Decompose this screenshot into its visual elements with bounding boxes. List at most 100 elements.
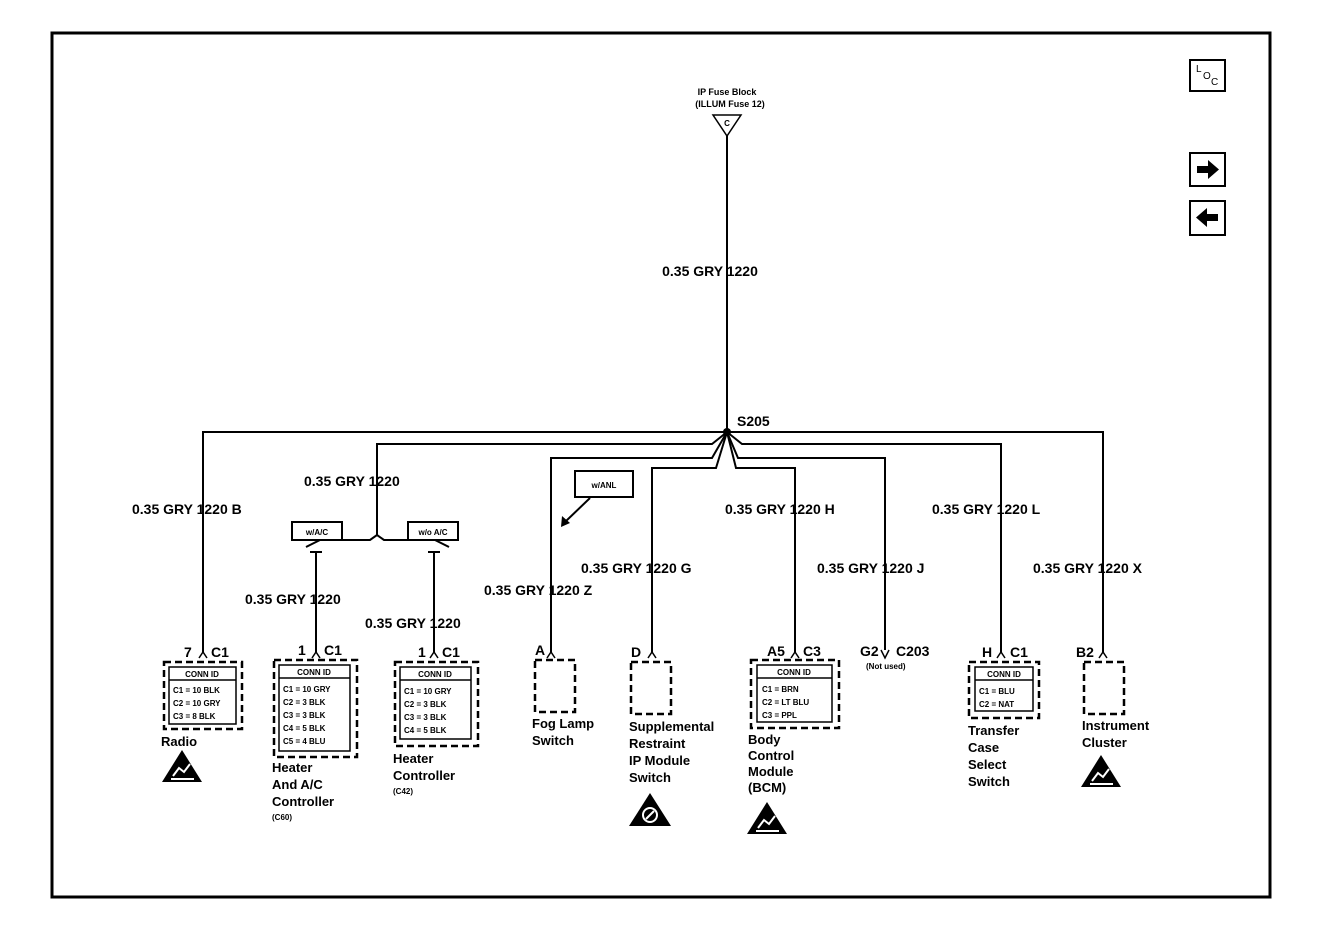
option-without-ac-box — [407, 521, 459, 541]
c203-note: (Not used) — [866, 662, 906, 671]
wire-label-c203: 0.35 GRY 1220 J — [817, 560, 924, 576]
heater-ctrl-conn-row-1: C1 = 10 GRY — [404, 687, 452, 696]
component-instrument-cluster: B2 Instrument Cluster — [1076, 644, 1150, 750]
radio-conn-id-title: CONN ID — [185, 670, 219, 679]
bcm-name-1: Body — [748, 732, 781, 747]
transfer-name-4: Switch — [968, 774, 1010, 789]
anl-arrow-head — [561, 516, 570, 527]
previous-page-button[interactable] — [1189, 200, 1226, 236]
component-c203-not-used: G2 C203 (Not used) — [860, 643, 930, 671]
component-transfer-case-switch: H C1 CONN ID C1 = BLU C2 = NAT Transfer … — [967, 644, 1041, 789]
wire-label-hvac-trunk: 0.35 GRY 1220 — [304, 473, 400, 489]
heater-ac-note: (C60) — [272, 813, 292, 822]
heater-ctrl-conn-row-2: C2 = 3 BLK — [404, 700, 447, 709]
wire-hvac-trunk — [376, 431, 728, 535]
option-with-ac-label: w/A/C — [305, 528, 328, 537]
wire-transfer — [726, 431, 1002, 652]
esd-warning-icon — [747, 802, 787, 834]
heater-ac-pin: 1 — [298, 642, 306, 658]
c203-pin: G2 — [860, 643, 879, 659]
fuse-connector-symbol — [711, 114, 743, 138]
heater-ctrl-pin: 1 — [418, 644, 426, 660]
radio-pin: 7 — [184, 644, 192, 660]
loc-letter-o: O — [1203, 71, 1211, 82]
arrow-right-icon — [1197, 160, 1219, 179]
wire-label-radio: 0.35 GRY 1220 B — [132, 501, 242, 517]
transfer-name-3: Select — [968, 757, 1007, 772]
wire-bcm — [726, 431, 796, 652]
cluster-name-2: Cluster — [1082, 735, 1127, 750]
loc-letter-c: C — [1211, 77, 1218, 88]
wire-sir — [651, 431, 728, 652]
option-with-anl-box — [574, 470, 634, 498]
radio-conn-row-1: C1 = 10 BLK — [173, 686, 220, 695]
diagram-frame — [50, 31, 1272, 899]
heater-ctrl-conn-row-3: C3 = 3 BLK — [404, 713, 447, 722]
arrow-left-icon — [1196, 208, 1218, 227]
loc-letter-l: L — [1196, 64, 1202, 75]
transfer-name-1: Transfer — [968, 723, 1019, 738]
component-heater-ac-controller: 1 C1 CONN ID C1 = 10 GRY C2 = 3 BLK C3 =… — [272, 642, 359, 822]
cluster-pin: B2 — [1076, 644, 1094, 660]
wire-label-cluster: 0.35 GRY 1220 X — [1033, 560, 1143, 576]
heater-ac-name-1: Heater — [272, 760, 312, 775]
loc-button[interactable]: L O C — [1189, 59, 1226, 92]
radio-conn-row-3: C3 = 8 BLK — [173, 712, 216, 721]
c203-terminal — [880, 649, 890, 660]
branch-wires — [202, 431, 1104, 652]
fog-name-2: Switch — [532, 733, 574, 748]
main-wire-label: 0.35 GRY 1220 — [662, 263, 758, 279]
transfer-connector: C1 — [1010, 644, 1028, 660]
transfer-pin: H — [982, 644, 992, 660]
heater-ctrl-note: (C42) — [393, 787, 413, 796]
radio-name: Radio — [161, 734, 197, 749]
fog-name-1: Fog Lamp — [532, 716, 594, 731]
heater-ctrl-name-2: Controller — [393, 768, 455, 783]
transfer-conn-id-title: CONN ID — [987, 670, 1021, 679]
component-radio: 7 C1 CONN ID C1 = 10 BLK C2 = 10 GRY C3 … — [161, 644, 244, 749]
option-with-anl-label: w/ANL — [591, 481, 617, 490]
esd-warning-icon — [162, 750, 202, 782]
heater-ctrl-connector: C1 — [442, 644, 460, 660]
heater-ac-name-2: And A/C — [272, 777, 323, 792]
bcm-name-2: Control — [748, 748, 794, 763]
next-page-button[interactable] — [1189, 152, 1226, 187]
bcm-name-3: Module — [748, 764, 794, 779]
wire-label-bcm: 0.35 GRY 1220 H — [725, 501, 835, 517]
splice-label: S205 — [737, 413, 770, 429]
transfer-conn-row-1: C1 = BLU — [979, 687, 1015, 696]
sir-name-3: IP Module — [629, 753, 690, 768]
wire-label-heater-ac: 0.35 GRY 1220 — [245, 591, 341, 607]
esd-warning-icon — [1081, 755, 1121, 787]
pin-terminals — [198, 650, 1108, 659]
bcm-pin: A5 — [767, 643, 785, 659]
wire-cluster — [727, 431, 1104, 652]
c203-connector: C203 — [896, 643, 930, 659]
heater-ctrl-name-1: Heater — [393, 751, 433, 766]
heater-ctrl-conn-id-title: CONN ID — [418, 670, 452, 679]
wire-label-transfer: 0.35 GRY 1220 L — [932, 501, 1041, 517]
wire-label-sir: 0.35 GRY 1220 G — [581, 560, 692, 576]
fuse-connector-label: C — [724, 119, 730, 128]
fuse-block-label: IP Fuse Block — [698, 87, 758, 97]
bcm-name-4: (BCM) — [748, 780, 786, 795]
heater-ac-connector: C1 — [324, 642, 342, 658]
heater-ac-conn-row-2: C2 = 3 BLK — [283, 698, 326, 707]
radio-connector: C1 — [211, 644, 229, 660]
cluster-name-1: Instrument — [1082, 718, 1150, 733]
wire-label-fog: 0.35 GRY 1220 Z — [484, 582, 593, 598]
radio-conn-row-2: C2 = 10 GRY — [173, 699, 221, 708]
sir-pin: D — [631, 644, 641, 660]
heater-ac-conn-row-3: C3 = 3 BLK — [283, 711, 326, 720]
wire-radio — [202, 431, 727, 652]
transfer-name-2: Case — [968, 740, 999, 755]
wire-label-heater-ctrl: 0.35 GRY 1220 — [365, 615, 461, 631]
bcm-conn-row-3: C3 = PPL — [762, 711, 797, 720]
wire-c203 — [726, 431, 886, 650]
bcm-conn-row-1: C1 = BRN — [762, 685, 799, 694]
option-without-ac-label: w/o A/C — [417, 528, 447, 537]
bcm-conn-id-title: CONN ID — [777, 668, 811, 677]
wire-fog — [550, 431, 728, 652]
fog-pin: A — [535, 642, 545, 658]
